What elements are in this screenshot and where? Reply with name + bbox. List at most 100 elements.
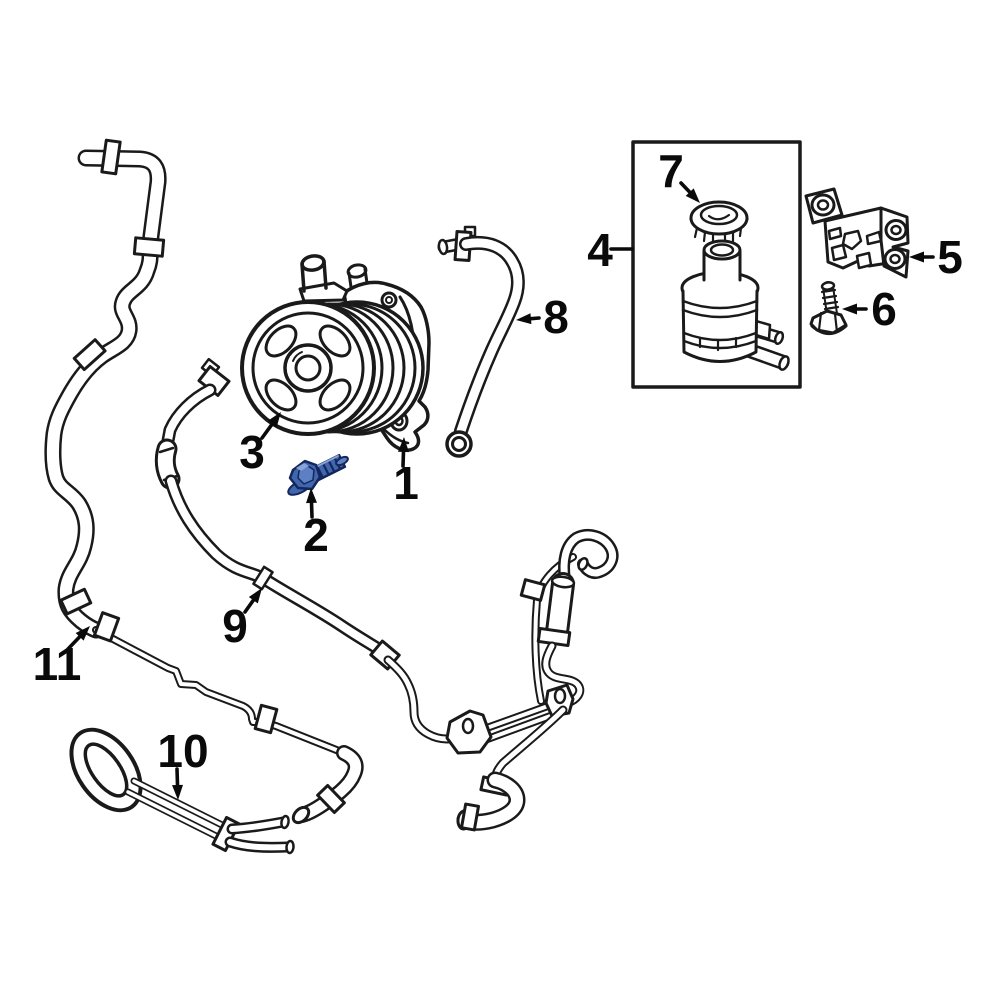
cooler-loop-outer [69, 727, 143, 813]
reservoir-tank [681, 289, 759, 363]
tube-open-end [280, 814, 290, 830]
callout-number-8: 8 [543, 291, 569, 343]
cap-knurl [738, 226, 743, 238]
callout-1: 1 [393, 437, 419, 509]
hose-open-end [437, 238, 449, 256]
callout-leader [175, 767, 180, 790]
cap-knurl [702, 230, 707, 243]
highlighted-bolt-2 [287, 453, 349, 496]
callout-number-9: 9 [222, 600, 248, 652]
callout-leader [66, 632, 84, 651]
callout-4: 4 [587, 224, 634, 276]
callout-8: 8 [516, 291, 569, 343]
callout-arrowhead [685, 188, 700, 203]
callout-number-4: 4 [587, 224, 613, 276]
crimp-edge [158, 446, 175, 454]
pulley-cutout [264, 378, 298, 412]
outlet-tube-end [773, 330, 785, 346]
hub-detail [292, 351, 303, 362]
pulley-hub-bore [294, 354, 322, 382]
line-clip [92, 611, 121, 643]
bracket-cutout [827, 226, 843, 241]
callout-number-6: 6 [871, 283, 897, 335]
pump-port [300, 254, 326, 272]
hose-clamp [316, 784, 346, 814]
pulley-cutout [264, 324, 298, 358]
callout-number-5: 5 [937, 231, 963, 283]
thread [823, 305, 840, 311]
callout-arrowhead [75, 626, 90, 641]
callout-9: 9 [222, 588, 262, 652]
pressure-hose-9 [158, 357, 456, 739]
pulley-cutout [318, 324, 352, 358]
bracket-cutout [830, 243, 848, 262]
pump-flange [298, 281, 349, 303]
callout-arrowhead [909, 251, 924, 263]
thread [821, 294, 838, 300]
tank-rib [682, 339, 758, 350]
hex-head [809, 309, 848, 335]
bracket-cutout [855, 251, 873, 270]
hose-band [252, 565, 274, 591]
bracket-bolt-6 [809, 281, 848, 335]
port-side [363, 267, 369, 285]
tank-rib [681, 308, 759, 319]
callout-number-10: 10 [157, 725, 208, 777]
bolt-thread [327, 459, 336, 473]
cooler-tube-10 [69, 727, 295, 855]
callout-number-3: 3 [239, 426, 265, 478]
callout-arrowhead [172, 784, 184, 800]
cap-knurl [693, 226, 699, 239]
callout-2: 2 [303, 488, 329, 561]
reservoir-box-4 [631, 140, 802, 389]
flange-hole-inner [385, 296, 393, 304]
mounting-bracket-5 [804, 187, 910, 279]
sleeve-top [550, 575, 576, 589]
tank-rib [681, 299, 759, 310]
neck-opening [709, 243, 735, 257]
callout-number-7: 7 [658, 145, 684, 197]
callout-arrowhead [267, 412, 281, 428]
cap-detail [707, 213, 731, 221]
cooler-loop-inner [83, 742, 129, 798]
reservoir-body [680, 239, 790, 371]
callout-number-11: 11 [33, 638, 82, 690]
hose-fitting [59, 587, 93, 616]
callout-arrowhead [306, 488, 318, 504]
power-steering-pump-1 [240, 254, 431, 452]
line-clip [253, 703, 279, 735]
reservoir-cap-7 [689, 200, 749, 245]
bracket-cutout [841, 229, 863, 251]
outlet-tube-end [778, 355, 790, 371]
bolt-thread [322, 462, 330, 476]
bushing-bore [889, 253, 901, 265]
hose-clamp [72, 338, 107, 372]
hose-bore [451, 436, 467, 452]
tube-open-end [577, 557, 589, 571]
head-facet [817, 311, 823, 332]
pulley-face-ring [251, 311, 365, 425]
callout-number-2: 2 [303, 509, 329, 561]
head-facet [833, 312, 839, 334]
port-side [322, 259, 328, 290]
callout-arrowhead [248, 588, 262, 604]
tube-clip [519, 578, 547, 602]
tube-open-end [285, 839, 295, 855]
hose-assembly-lower [445, 535, 613, 832]
callout-arrowhead [397, 437, 409, 453]
reservoir-tab [754, 319, 772, 341]
hose-fitting [132, 236, 166, 258]
bolt-head-glint [296, 463, 309, 471]
callout-number-1: 1 [393, 457, 419, 509]
ear-hole [553, 687, 567, 705]
bushing-bore [816, 199, 830, 211]
return-line-11 [92, 611, 355, 825]
callout-arrowhead [842, 303, 857, 315]
bolt-tip [335, 455, 349, 467]
shaft-tip [820, 281, 836, 291]
cap-inner-ring [699, 204, 739, 226]
thread [820, 288, 837, 294]
thread [822, 300, 839, 306]
port-side [300, 262, 306, 293]
reservoir-assembly [680, 200, 790, 371]
